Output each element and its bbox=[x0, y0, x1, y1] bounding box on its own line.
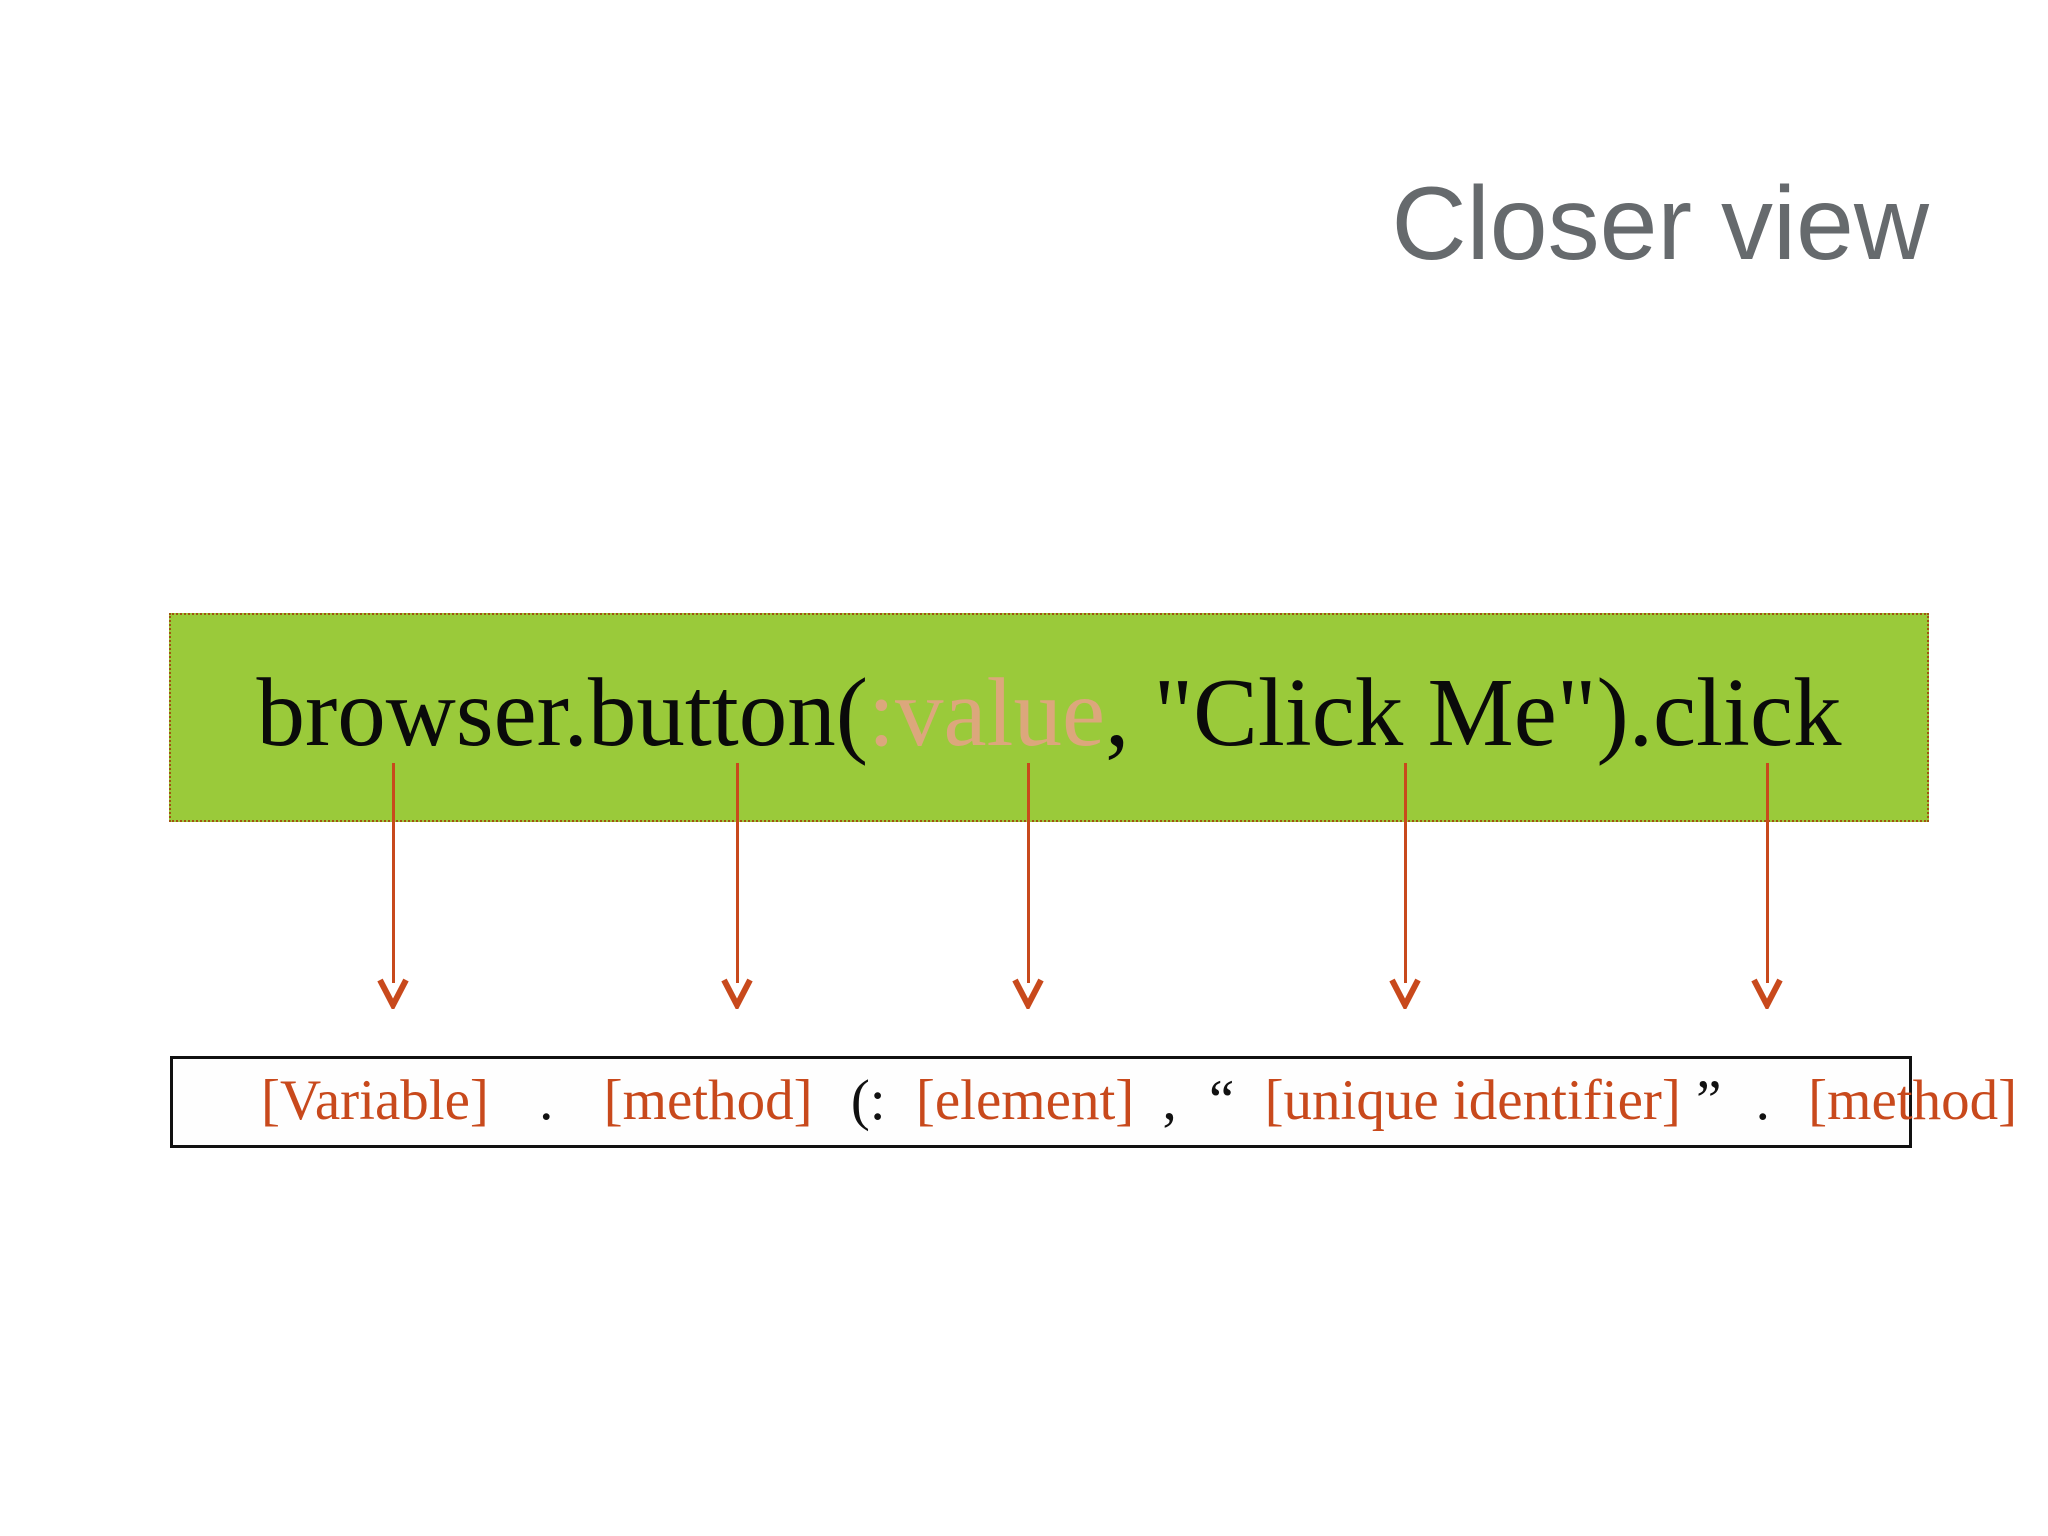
legend-box: [Variable] . [method] (: [element] , “ [… bbox=[170, 1056, 2017, 1148]
legend-token-unique-identifier: [unique identifier] bbox=[1264, 1068, 1681, 1132]
arrowhead-chevron-icon bbox=[1012, 978, 1044, 1009]
page-title: Closer view bbox=[1391, 166, 1929, 282]
legend-token-element: [element] bbox=[915, 1068, 1135, 1132]
legend-token-paren-colon: (: bbox=[850, 1068, 886, 1132]
arrowhead-chevron-icon bbox=[1751, 978, 1783, 1009]
legend-token-comma: , bbox=[1162, 1068, 1177, 1132]
legend-token-open-quote: “ bbox=[1209, 1068, 1235, 1132]
legend-token-dot: . bbox=[539, 1068, 554, 1132]
code-part-identifier-method: , "Click Me").click bbox=[1105, 659, 1842, 766]
code-highlight-box: browser.button(:value, "Click Me").click bbox=[169, 613, 1929, 822]
legend-token-variable: [Variable] bbox=[261, 1068, 489, 1132]
arrowhead-chevron-icon bbox=[721, 978, 753, 1009]
code-part-element-symbol: :value bbox=[868, 659, 1106, 766]
arrowhead-chevron-icon bbox=[377, 978, 409, 1009]
code-line: browser.button(:value, "Click Me").click bbox=[256, 664, 1841, 761]
arrowhead-chevron-icon bbox=[1389, 978, 1421, 1009]
legend-line: [Variable] . [method] (: [element] , “ [… bbox=[261, 1072, 2017, 1129]
code-part-variable-method: browser.button( bbox=[256, 659, 869, 766]
legend-token-method: [method] bbox=[603, 1068, 813, 1132]
legend-token-close-quote: ” bbox=[1696, 1068, 1722, 1132]
legend-token-dot: . bbox=[1755, 1068, 1770, 1132]
legend-token-method: [method] bbox=[1808, 1068, 2018, 1132]
